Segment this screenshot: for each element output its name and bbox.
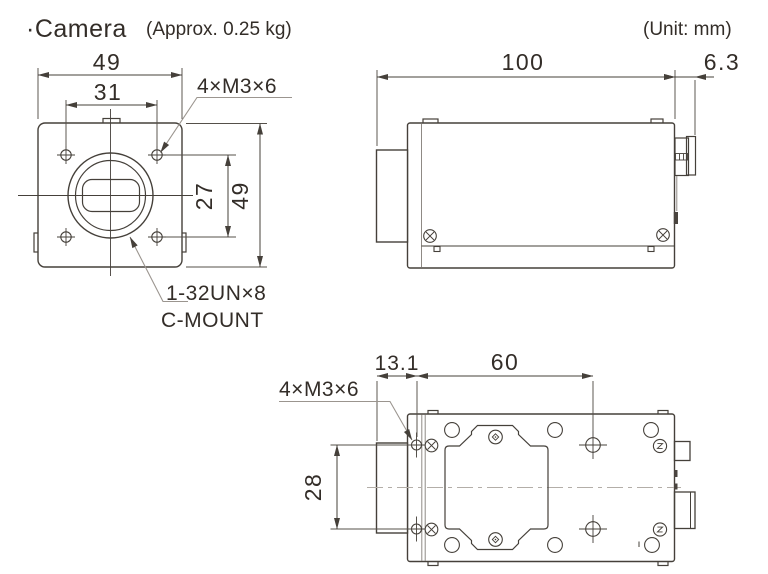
front-hole-spacing-height-dim: 27: [191, 182, 217, 211]
side-view: 100 6.3: [375, 49, 740, 269]
front-height-dim: 49: [227, 181, 253, 210]
side-length-dim: 100: [502, 49, 545, 75]
header: ·Camera (Approx. 0.25 kg) (Unit: mm): [26, 15, 732, 43]
bottom-through-holes: [444, 422, 660, 553]
side-dimensions: 100 6.3: [376, 49, 740, 146]
bottom-view: 13.1 60 28 4×M3×6: [279, 349, 696, 567]
bottom-panel-screws: [424, 438, 668, 537]
side-lens-barrel: [375, 149, 409, 243]
front-screw-holes: [57, 146, 166, 246]
front-hole-spacing-width-dim: 31: [94, 79, 123, 105]
front-body-outline: [37, 122, 183, 268]
bottom-callouts: 4×M3×6: [279, 378, 413, 441]
connector-depth-dim: 6.3: [704, 49, 740, 75]
unit-note: (Unit: mm): [643, 19, 732, 40]
tripod-mount-recess: [444, 424, 549, 551]
thread-callout: 1-32UN×8: [166, 282, 266, 305]
front-screws-callout: 4×M3×6: [197, 75, 277, 98]
front-to-hole-dim: 13.1: [375, 352, 420, 375]
cmount-callout: C-MOUNT: [161, 309, 264, 332]
weight-note: (Approx. 0.25 kg): [146, 19, 292, 40]
bottom-rear-connectors: [673, 440, 696, 530]
side-rear-connector: [673, 135, 697, 224]
front-centerlines: [18, 109, 193, 276]
bottom-screws-callout: 4×M3×6: [279, 378, 359, 401]
side-screws: [423, 228, 670, 243]
front-dimensions: 49 31 27 49: [37, 49, 267, 268]
recess-screws: [488, 429, 503, 547]
bottom-mounting-holes: [404, 431, 607, 543]
page-title: ·Camera: [26, 15, 127, 43]
hole-spacing-length-dim: 60: [491, 349, 520, 375]
front-callouts: 4×M3×6 1-32UN×8 C-MOUNT: [129, 75, 292, 332]
side-bottom-seam: [421, 245, 674, 253]
front-width-dim: 49: [93, 49, 122, 75]
bottom-dimensions: 13.1 60 28: [300, 349, 594, 530]
front-view: 49 31 27 49 4×M3×6 1-32UN×8 C-MOUNT: [18, 49, 292, 332]
hole-spacing-width-dim: 28: [300, 473, 326, 502]
